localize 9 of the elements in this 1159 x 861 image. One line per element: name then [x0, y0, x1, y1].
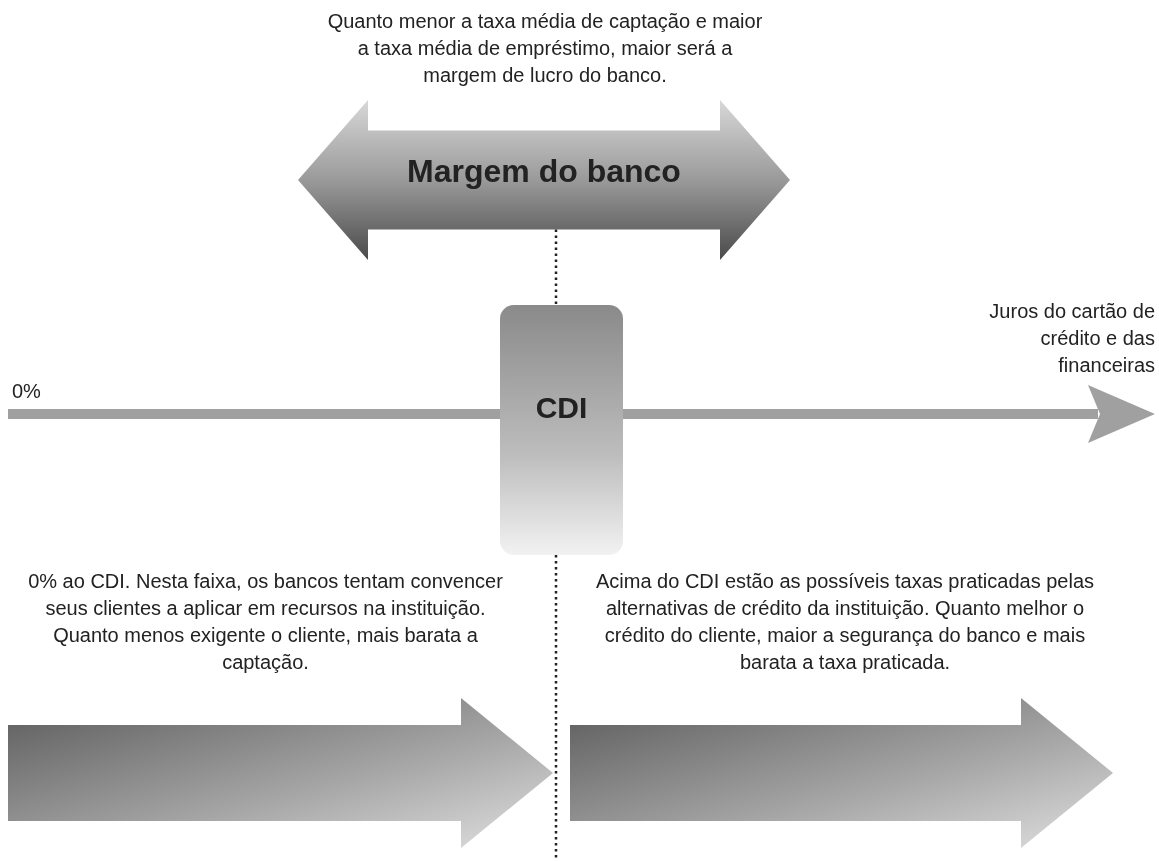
- shape-label: Margem do banco: [406, 152, 682, 190]
- description-text: Acima do CDI estão as possíveis taxas praticadas pelas alternativas de crédito da instituição. Quanto melhor o crédito do cliente, maior a segurança do banco e mais barata a taxa praticada.: [595, 569, 1095, 675]
- description-text: 0% ao CDI. Nesta faixa, os bancos tentam convencer seus clientes a aplicar em recursos na instituição. Quanto menos exigente o cliente, mais barata a captação.: [28, 569, 503, 675]
- axis-end-label: Juros do cartão de crédito e das financeiras: [988, 299, 1155, 378]
- dotted-line: [554, 229, 558, 305]
- description-text: Quanto menor a taxa média de captação e maior a taxa média de empréstimo, maior será a margem de lucro do banco.: [326, 9, 764, 88]
- shape-label: CDI: [534, 391, 589, 425]
- dotted-line: [554, 555, 558, 861]
- axis-start-label: 0%: [12, 379, 42, 404]
